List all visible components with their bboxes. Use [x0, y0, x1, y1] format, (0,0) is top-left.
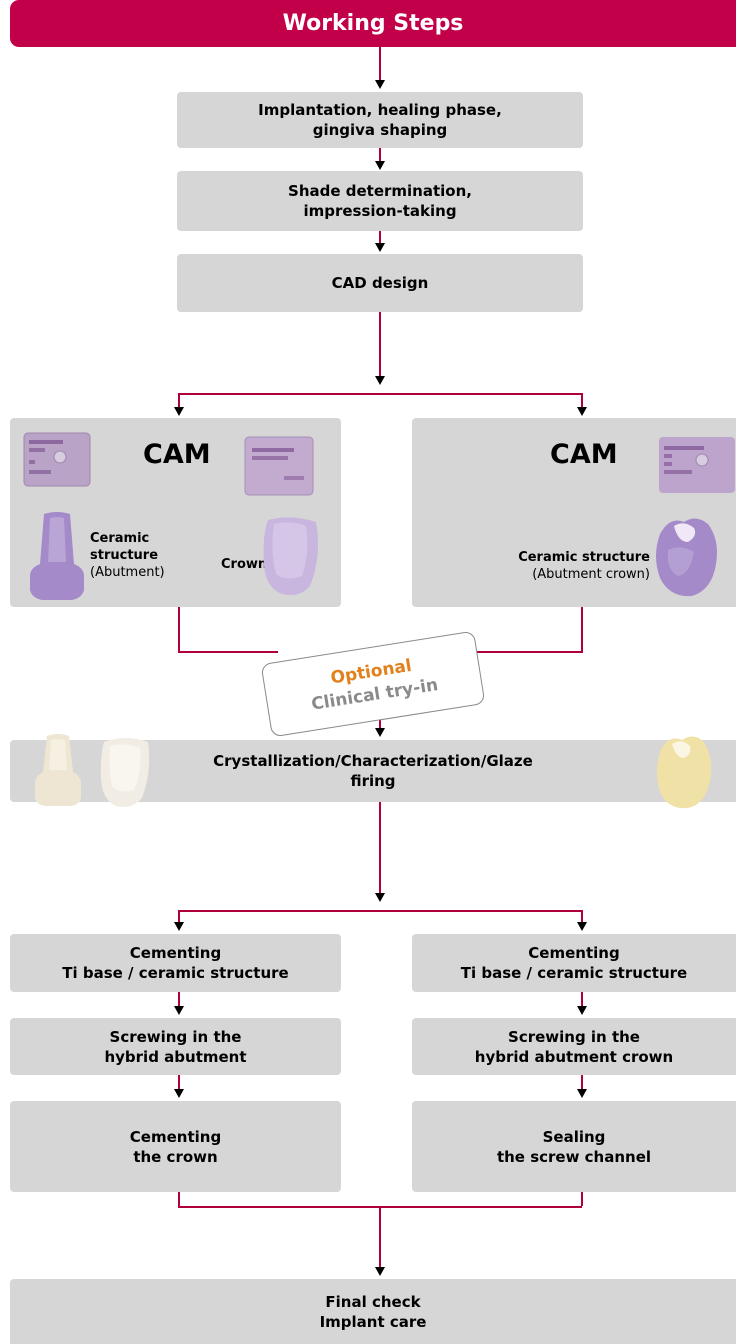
step-line: Cementing: [528, 944, 620, 962]
connector-line: [581, 1075, 583, 1091]
step-implantation: Implantation, healing phase, gingiva sha…: [177, 92, 583, 148]
label-bold: Ceramic structure: [90, 531, 159, 563]
cam-right-panel: CAM Ceramic structure (Abutment crown): [412, 418, 736, 607]
ceramic-block-icon: [23, 432, 91, 487]
arrowhead-icon: [577, 1006, 587, 1015]
arrowhead-icon: [375, 80, 385, 89]
connector-line: [178, 393, 582, 395]
ceramic-block-icon: [659, 437, 735, 493]
step-cad-design: CAD design: [177, 254, 583, 312]
step-line: Implant care: [319, 1312, 427, 1331]
ceramic-block-icon: [244, 436, 314, 496]
step-line: Cementing: [129, 1127, 222, 1146]
connector-line: [470, 651, 583, 653]
connector-line: [581, 607, 583, 652]
arrowhead-icon: [375, 161, 385, 170]
step-right-cement-tibase: Cementing Ti base / ceramic structure: [412, 934, 736, 992]
connector-line: [178, 393, 180, 408]
arrowhead-icon: [174, 922, 184, 931]
step-line: Cementing: [129, 944, 222, 962]
step-line: gingiva shaping: [312, 121, 448, 139]
step-line: firing: [350, 772, 396, 790]
connector-line: [379, 148, 381, 164]
step-line: impression-taking: [303, 202, 457, 220]
step-line: Screwing in the: [109, 1027, 242, 1046]
connector-line: [581, 1192, 583, 1206]
step-left-cement-tibase: Cementing Ti base / ceramic structure: [10, 934, 341, 992]
connector-line: [178, 651, 278, 653]
arrowhead-icon: [375, 1267, 385, 1276]
connector-line: [178, 910, 582, 912]
ceramic-structure-label: Ceramic structure (Abutment): [90, 530, 174, 581]
connector-line: [379, 1206, 381, 1268]
arrowhead-icon: [577, 1089, 587, 1098]
step-line: Ti base / ceramic structure: [460, 964, 688, 982]
crown-icon: [100, 738, 150, 807]
connector-line: [178, 992, 180, 1008]
label-sub: (Abutment): [90, 565, 165, 580]
step-final-check: Final check Implant care: [10, 1279, 736, 1344]
step-line: Sealing: [542, 1127, 606, 1146]
connector-line: [178, 1075, 180, 1091]
arrowhead-icon: [174, 407, 184, 416]
label-bold: Ceramic structure: [518, 550, 650, 565]
connector-line: [178, 910, 180, 925]
connector-line: [379, 231, 381, 246]
abutment-icon: [35, 734, 81, 806]
crown-icon: [263, 517, 318, 595]
abutment-crown-icon: [656, 518, 717, 597]
step-left-cement-crown: Cementing the crown: [10, 1101, 341, 1192]
abutment-crown-icon: [657, 736, 712, 809]
header-banner: Working Steps: [10, 0, 736, 47]
step-line: Ti base / ceramic structure: [62, 964, 289, 982]
arrowhead-icon: [375, 728, 385, 737]
step-line: Screwing in the: [508, 1027, 640, 1046]
arrowhead-icon: [375, 376, 385, 385]
arrowhead-icon: [577, 922, 587, 931]
connector-line: [581, 910, 583, 925]
optional-try-in-card: Optional Clinical try-in: [260, 630, 486, 738]
step-line: Crystallization/Characterization/Glaze: [213, 752, 533, 770]
step-left-screwing: Screwing in the hybrid abutment: [10, 1018, 341, 1075]
page-title: Working Steps: [282, 11, 464, 36]
step-line: the screw channel: [496, 1147, 652, 1166]
connector-line: [581, 992, 583, 1008]
connector-line: [178, 1192, 180, 1206]
abutment-icon: [30, 512, 84, 600]
arrowhead-icon: [174, 1089, 184, 1098]
arrowhead-icon: [577, 407, 587, 416]
step-line: Shade determination,: [288, 182, 472, 200]
cam-title: CAM: [143, 439, 211, 470]
step-right-sealing: Sealing the screw channel: [412, 1101, 736, 1192]
crown-label: Crown: [221, 557, 268, 572]
step-line: hybrid abutment: [104, 1047, 247, 1066]
connector-line: [379, 47, 381, 83]
connector-line: [379, 312, 381, 378]
cam-left-panel: CAM Ceramic structure (Abutment) Crown: [10, 418, 341, 607]
step-right-screwing: Screwing in the hybrid abutment crown: [412, 1018, 736, 1075]
step-shade-determination: Shade determination, impression-taking: [177, 171, 583, 231]
step-line: hybrid abutment crown: [474, 1047, 674, 1066]
arrowhead-icon: [375, 243, 385, 252]
ceramic-structure-label: Ceramic structure (Abutment crown): [500, 549, 650, 583]
step-line: Final check: [325, 1292, 421, 1311]
connector-line: [379, 802, 381, 896]
step-line: the crown: [133, 1147, 218, 1166]
arrowhead-icon: [375, 893, 385, 902]
step-line: CAD design: [331, 274, 429, 292]
arrowhead-icon: [174, 1006, 184, 1015]
connector-line: [178, 607, 180, 652]
label-sub: (Abutment crown): [532, 567, 650, 582]
cam-title: CAM: [550, 439, 618, 470]
connector-line: [581, 393, 583, 408]
step-line: Implantation, healing phase,: [258, 101, 502, 119]
